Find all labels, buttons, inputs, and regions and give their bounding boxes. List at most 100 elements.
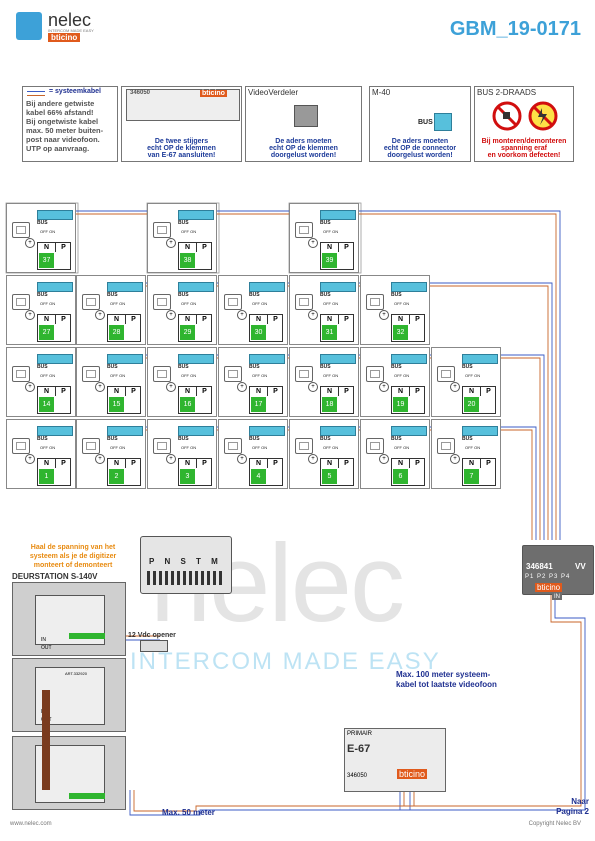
monitor-icon bbox=[295, 222, 313, 238]
apartment-number: 3 bbox=[180, 469, 195, 484]
bus-terminal-icon bbox=[320, 354, 356, 364]
p-label: P bbox=[61, 388, 66, 395]
knob-icon: + bbox=[95, 454, 105, 464]
n-label: N bbox=[463, 459, 481, 468]
legend-caption: echt OP de connector bbox=[383, 145, 457, 152]
bus-label: BUS bbox=[320, 364, 331, 370]
apartment-number: 15 bbox=[109, 397, 124, 412]
legend-caption: van E-67 aansluiten! bbox=[147, 152, 216, 159]
monitor-icon bbox=[224, 366, 242, 382]
apartment-number: 17 bbox=[251, 397, 266, 412]
off-on-switch: OFF ON bbox=[181, 445, 197, 450]
n-label: N bbox=[38, 243, 56, 252]
off-on-switch: OFF ON bbox=[181, 229, 197, 234]
monitor-icon bbox=[366, 294, 384, 310]
bus-label: BUS bbox=[418, 119, 433, 126]
knob-icon: + bbox=[25, 454, 35, 464]
bus-label: BUS bbox=[178, 292, 189, 298]
n-label: N bbox=[250, 459, 268, 468]
legend-title: VideoVerdeler bbox=[248, 88, 299, 97]
legend-title: = systeemkabel bbox=[49, 88, 101, 95]
door-note: monteert of demonteert bbox=[33, 562, 113, 569]
off-on-switch: OFF ON bbox=[181, 373, 197, 378]
off-on-switch: OFF ON bbox=[323, 301, 339, 306]
p-label: P bbox=[415, 460, 420, 467]
n-label: N bbox=[179, 243, 197, 252]
bus-terminal-icon bbox=[249, 282, 285, 292]
legend-line: UTP op aanvraag. bbox=[26, 144, 90, 153]
brand-name: nelec bbox=[48, 10, 92, 30]
monitor-icon bbox=[153, 438, 171, 454]
cable-swatch-icon bbox=[27, 91, 45, 96]
riser-cable bbox=[42, 690, 50, 790]
p-label: P bbox=[344, 388, 349, 395]
monitor-icon bbox=[12, 294, 30, 310]
dip-switch-zoom: P N S T M bbox=[140, 536, 232, 594]
bus-terminal-icon bbox=[178, 354, 214, 364]
bus-terminal-icon bbox=[107, 426, 143, 436]
dip-label: M bbox=[211, 557, 222, 566]
off-on-switch: OFF ON bbox=[465, 445, 481, 450]
door-note: Haal de spanning van het bbox=[30, 544, 116, 551]
brand-tagline: INTERCOM MADE EASY bbox=[48, 28, 94, 33]
io-in: IN bbox=[41, 637, 46, 643]
off-on-switch: OFF ON bbox=[40, 301, 56, 306]
off-on-switch: OFF ON bbox=[110, 445, 126, 450]
n-label: N bbox=[392, 459, 410, 468]
monitor-icon bbox=[82, 294, 100, 310]
p-label: P bbox=[202, 316, 207, 323]
bticino-logo: bticino bbox=[200, 90, 227, 97]
p-label: P bbox=[131, 460, 136, 467]
knob-icon: + bbox=[25, 238, 35, 248]
apartment-number: 18 bbox=[322, 397, 337, 412]
legend-system-cable: = systeemkabel Bij andere getwiste kabel… bbox=[22, 86, 118, 162]
supply-model: E-67 bbox=[347, 743, 371, 755]
max50-note: Max. 50 meter bbox=[162, 808, 215, 817]
off-on-switch: OFF ON bbox=[394, 373, 410, 378]
distributor-icon bbox=[294, 105, 318, 127]
legend-caption: doorgelust worden! bbox=[270, 152, 337, 159]
legend-title: BUS 2-DRAADS bbox=[477, 88, 537, 97]
off-on-switch: OFF ON bbox=[323, 373, 339, 378]
p-label: P bbox=[415, 316, 420, 323]
monitor-icon bbox=[437, 438, 455, 454]
footer-copyright: Copyright Nelec BV bbox=[528, 821, 581, 827]
dip-label: T bbox=[196, 557, 205, 566]
apartment-number: 4 bbox=[251, 469, 266, 484]
max100-note: Max. 100 meter systeem- bbox=[396, 670, 491, 679]
knob-icon: + bbox=[95, 382, 105, 392]
bus-label: BUS bbox=[178, 364, 189, 370]
apartment-number: 31 bbox=[322, 325, 337, 340]
apartment-number: 27 bbox=[39, 325, 54, 340]
knob-icon: + bbox=[25, 382, 35, 392]
knob-icon: + bbox=[308, 454, 318, 464]
p-label: P bbox=[61, 460, 66, 467]
distributor-model: 346841 bbox=[526, 562, 553, 571]
apartment-number: 39 bbox=[322, 253, 337, 268]
off-on-switch: OFF ON bbox=[394, 301, 410, 306]
bus-terminal-icon bbox=[37, 282, 73, 292]
n-label: N bbox=[321, 243, 339, 252]
apartment-number: 6 bbox=[393, 469, 408, 484]
n-label: N bbox=[38, 315, 56, 324]
p-label: P bbox=[202, 388, 207, 395]
bus-terminal-icon bbox=[462, 354, 498, 364]
off-on-switch: OFF ON bbox=[323, 229, 339, 234]
port-label: P3 bbox=[549, 574, 559, 580]
n-label: N bbox=[392, 315, 410, 324]
bticino-logo: bticino bbox=[48, 33, 81, 42]
bus-label: BUS bbox=[462, 364, 473, 370]
